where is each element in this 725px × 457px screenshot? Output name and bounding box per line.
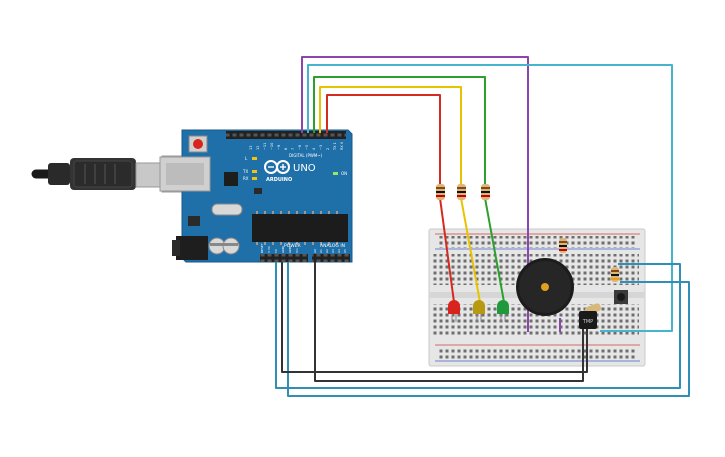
resistor-yellow[interactable] (457, 184, 466, 200)
bottom-pin-label: 5V (274, 248, 278, 253)
arduino-logo (264, 160, 290, 174)
digital-pin-label: ~10 (270, 143, 274, 150)
bottom-pin-label: A2 (325, 249, 329, 253)
led-yellow[interactable] (473, 300, 485, 322)
wire-blue-gnd[interactable] (287, 262, 690, 397)
bottom-pin-label: A4 (337, 249, 341, 253)
piezo-buzzer[interactable] (516, 258, 574, 316)
power-header-label: POWER (284, 243, 301, 249)
bottom-pin-label: A1 (319, 249, 323, 253)
digital-pin-label: 7 (291, 148, 295, 150)
push-button[interactable] (614, 290, 628, 304)
wire-red[interactable] (326, 94, 441, 186)
arduino-uno[interactable]: UNO ARDUINO DIGITAL (PWM~) POWER ANALOG … (159, 129, 353, 263)
bottom-pin-label: RESET (260, 243, 264, 253)
bottom-pin-label: Vin (295, 248, 299, 253)
wire-blue-5v[interactable] (275, 262, 681, 389)
led-l-label: L (245, 156, 248, 161)
wire-dark-a0[interactable] (314, 262, 584, 382)
bottom-pin-label: GND (288, 245, 292, 253)
wire-purple[interactable] (301, 56, 529, 332)
led-rx-label: RX (243, 176, 249, 181)
resistor-green[interactable] (481, 184, 490, 200)
digital-pin-label: 4 (312, 147, 316, 150)
tmp-label: TMP (582, 319, 593, 325)
analog-header-label: ANALOG IN (320, 243, 345, 249)
digital-pin-label: ~11 (263, 143, 267, 150)
led-green[interactable] (497, 300, 509, 322)
digital-header-label: DIGITAL (PWM~) (289, 153, 323, 158)
digital-pin-label: TX 1 (333, 142, 337, 151)
bottom-pin-label: A5 (343, 249, 347, 253)
digital-pin-label: ~9 (277, 145, 281, 150)
board-brand-label: ARDUINO (266, 177, 292, 183)
bottom-pin-label: 3.3V (267, 245, 271, 253)
digital-pin-label: 2 (326, 148, 330, 150)
board-model-label: UNO (293, 163, 316, 174)
wire-dark-gnd[interactable] (281, 262, 588, 373)
led-tx-label: TX (242, 169, 248, 174)
bottom-pin-label: A3 (331, 249, 335, 253)
digital-pin-label: ~5 (305, 145, 309, 150)
led-red[interactable] (448, 300, 460, 322)
wire-green[interactable] (313, 76, 486, 186)
digital-pin-label: RX 0 (340, 142, 344, 150)
temperature-sensor[interactable]: TMP (579, 311, 597, 329)
digital-pin-label: 8 (284, 148, 288, 150)
wires (275, 56, 690, 397)
wire-cyan-top[interactable] (307, 64, 673, 332)
resistor-red[interactable] (436, 184, 445, 200)
wire-yellow[interactable] (319, 86, 462, 186)
resistor-top[interactable] (559, 238, 567, 253)
bottom-pin-label: GND (281, 245, 285, 253)
digital-pin-label: ~3 (319, 145, 323, 150)
wire-yellow-led[interactable] (460, 197, 481, 303)
digital-pin-label: 12 (256, 146, 260, 150)
digital-pin-label: 13 (249, 146, 253, 150)
power-on-label: ON (341, 171, 347, 176)
digital-pin-label: ~6 (298, 145, 302, 150)
wire-red-led[interactable] (439, 197, 455, 303)
bottom-pin-label: A0 (313, 249, 317, 253)
resistor-button[interactable] (611, 267, 619, 282)
wire-green-led[interactable] (484, 197, 505, 303)
